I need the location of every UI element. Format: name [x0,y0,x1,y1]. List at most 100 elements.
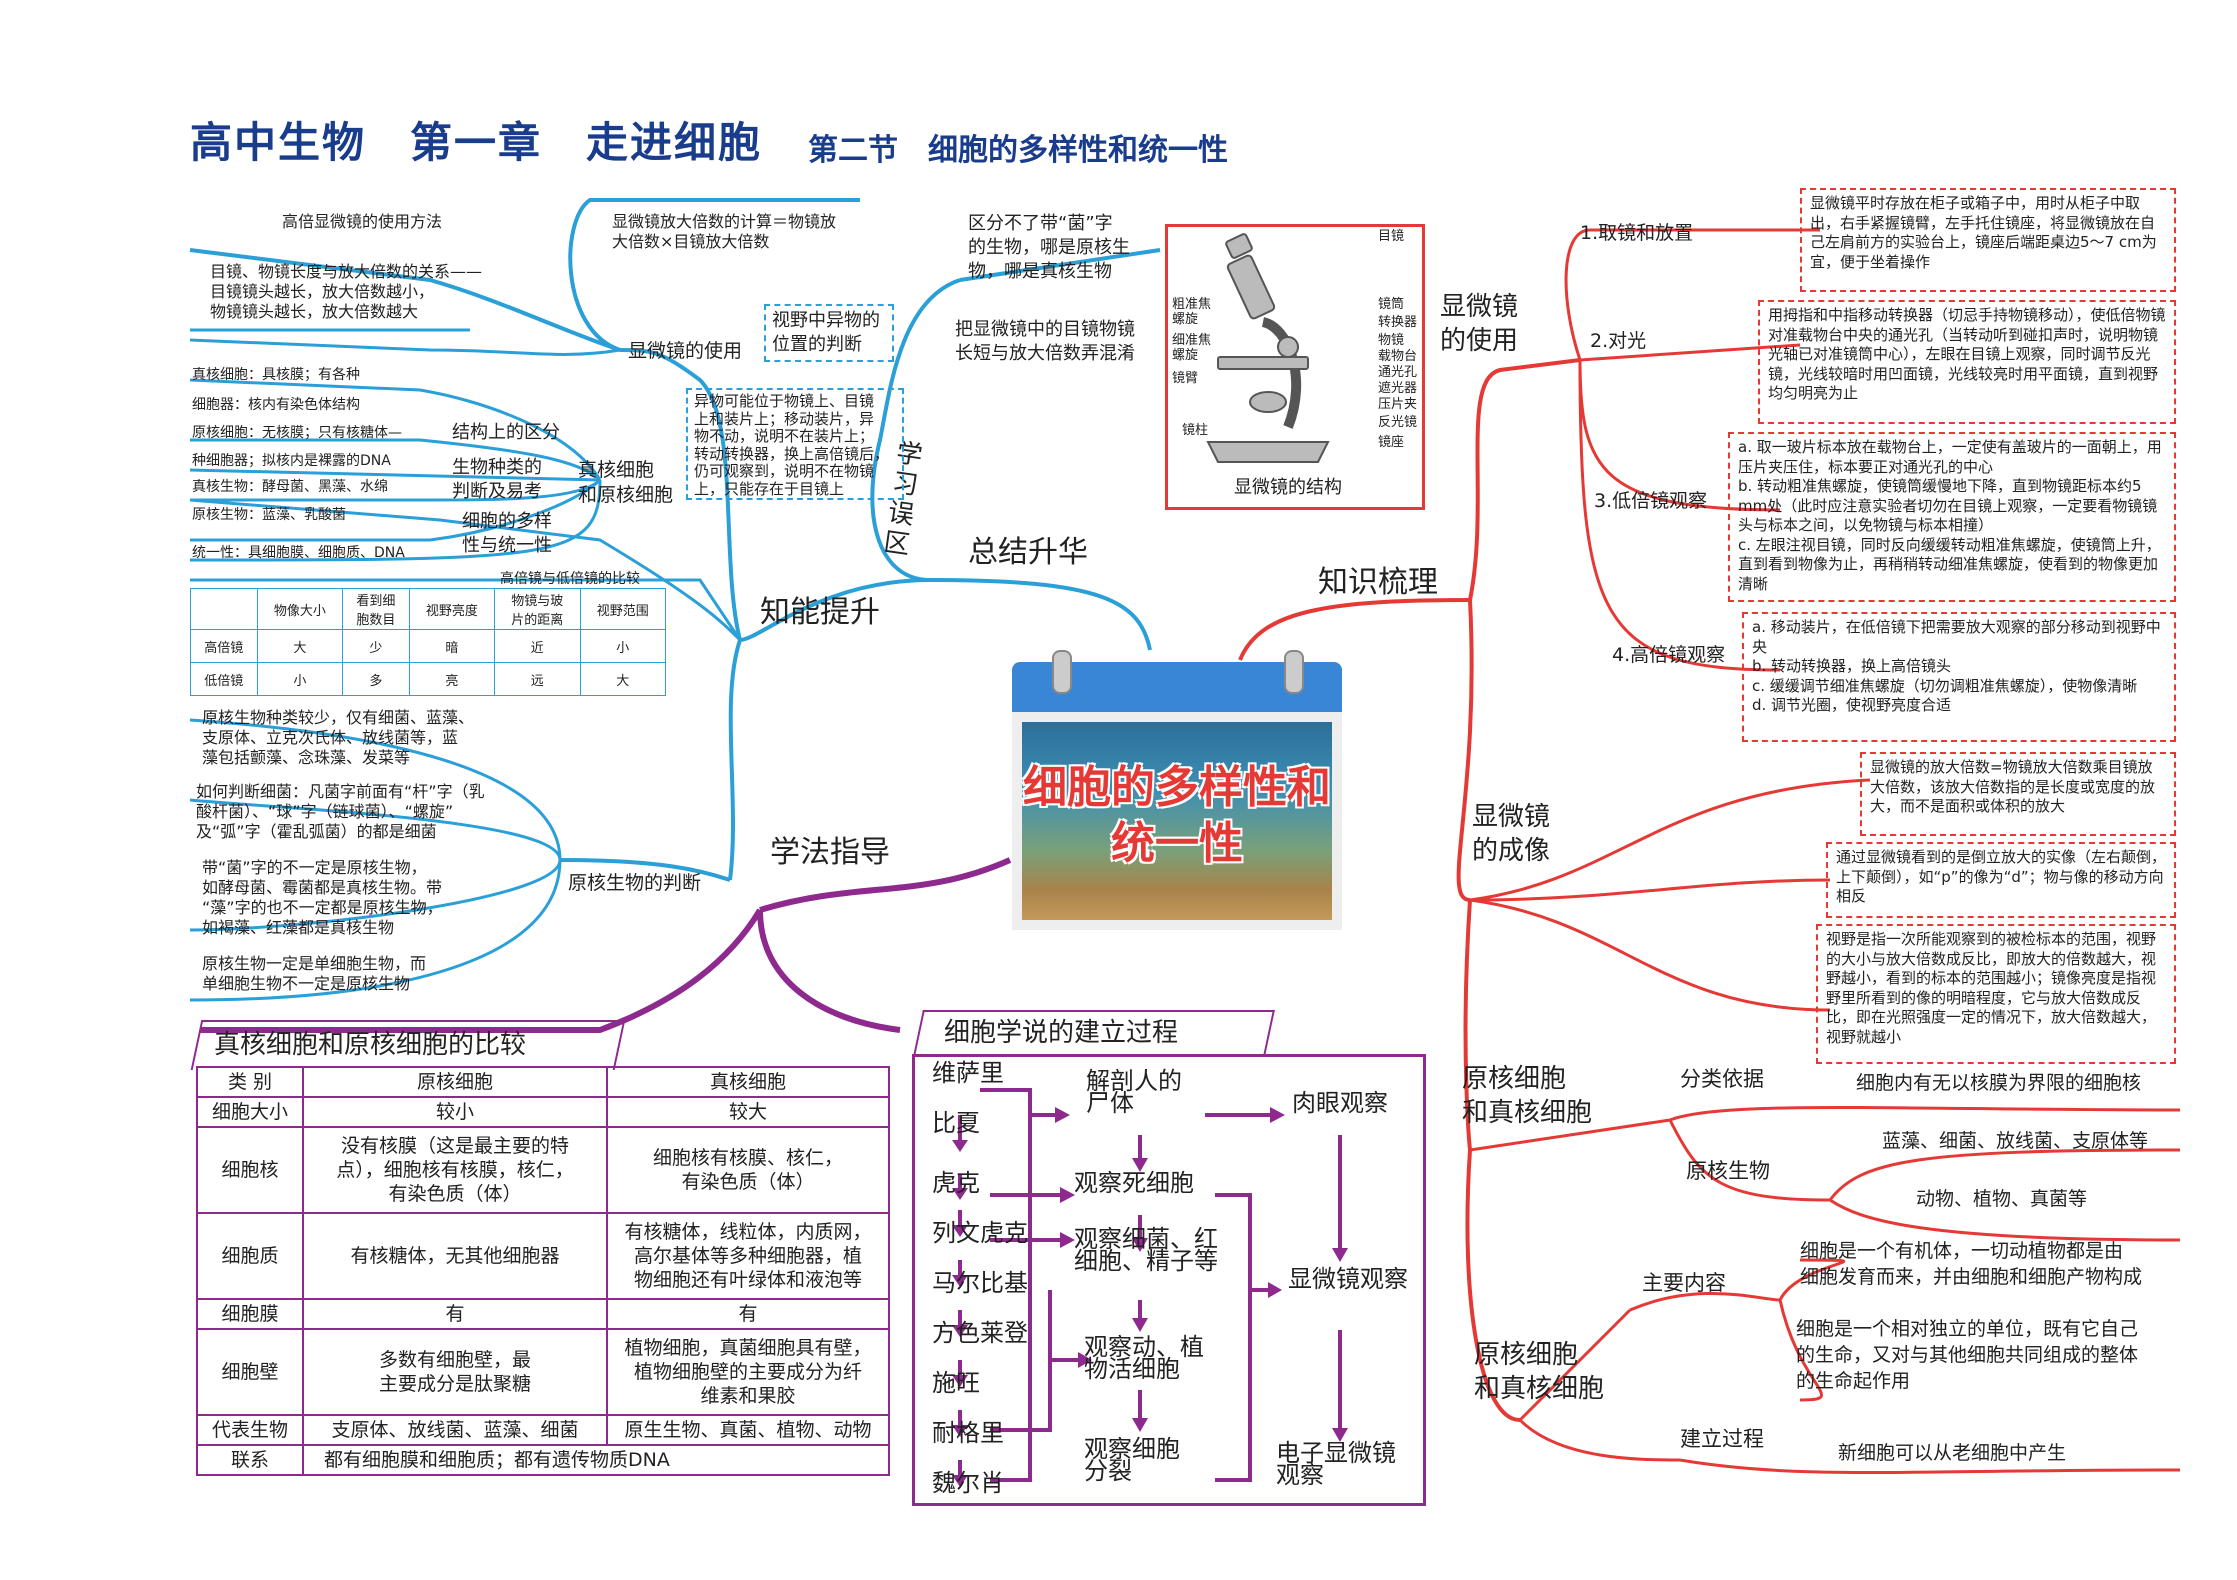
prokaryote-p1: 原核生物种类较少，仅有细菌、蓝藻、 支原体、立克次氏体、放线菌等，蓝 藻包括颤藻… [202,708,475,767]
table-cell: 都有细胞膜和细胞质；都有遗传物质DNA [302,1444,890,1476]
table-row: 细胞壁 多数有细胞壁，最 主要成分是肽聚糖 植物细胞，真菌细胞具有壁， 植物细胞… [196,1328,890,1416]
table-header: 物镜与玻 片的距离 [494,588,581,630]
step-dead-cells: 观察死细胞 [1074,1169,1194,1197]
table-row: 联系 都有细胞膜和细胞质；都有遗传物质DNA [196,1444,890,1476]
person-schleiden: 方色莱登 [932,1319,1028,1347]
page-subtitle: 第二节 细胞的多样性和统一性 [808,133,1228,168]
table-header: 物像大小 [256,588,344,630]
main-content: 主要内容 [1642,1271,1726,1295]
mistake-jun: 区分不了带“菌”字 的生物，哪是原核生 物，哪是真核生物 [968,213,1130,282]
table-cell: 细胞壁 [196,1328,304,1416]
table-cell: 原生生物、真菌、植物、动物 [606,1414,890,1446]
step-light: 2.对光 [1590,330,1647,352]
table-row: 低倍镜 小 多 亮 远 大 [190,662,667,696]
compare-table-title: 真核细胞和原核细胞的比较 [214,1030,527,1060]
label-tube: 镜筒 [1378,297,1405,312]
table-cell: 联系 [196,1444,304,1476]
eukaryote-examples: 真核生物：酵母菌、黑藻、水绵 [192,479,388,495]
microscope-figure: 显微镜的结构 目镜 镜筒 转换器 物镜 载物台 通光孔 遮光器 压片夹 反光镜 … [1165,224,1425,510]
table-cell: 支原体、放线菌、蓝藻、细菌 [302,1414,608,1446]
cell-theory-box [912,1054,1426,1506]
table-row: 细胞膜 有 有 [196,1298,890,1330]
microscope-compare-table: 物像大小 看到细 胞数目 视野亮度 物镜与玻 片的距离 视野范围 高倍镜 大 少… [190,588,667,696]
table-header: 视野亮度 [408,588,496,630]
euk-pro-title: 原核细胞 和真核细胞 [1462,1064,1593,1128]
table-cell: 亮 [408,662,496,696]
box-light: 用拇指和中指移动转换器（切忌手持物镜移动），使低倍物镜对准载物台中央的通光孔（当… [1758,300,2176,424]
branch-knowledge: 知识梳理 [1318,565,1438,600]
foreign-object-detail: 异物可能位于物镜上、目镜 上和装片上；移动装片，异 物不动，说明不在装片上； 转… [686,388,904,500]
calendar-ring-left [1052,650,1072,694]
prokaryote-p2: 如何判断细菌：凡菌字前面有“杆”字（乳 酸杆菌）、“球”字（链球菌）、“螺旋” … [196,782,485,841]
magnification-calc: 显微镜放大倍数的计算＝物镜放 大倍数×目镜放大倍数 [612,212,837,251]
table-header: 看到细 胞数目 [342,588,410,630]
table-cell: 多数有细胞壁，最 主要成分是肽聚糖 [302,1328,608,1416]
imaging-title: 显微镜 的成像 [1472,802,1551,866]
eukaryote-list: 动物、植物、真菌等 [1916,1188,2088,1210]
table-row: 代表生物 支原体、放线菌、蓝藻、细菌 原生生物、真菌、植物、动物 [196,1414,890,1446]
prokaryote-judge-title: 原核生物的判断 [568,872,702,894]
step-living-cells: 观察动、植 物活细胞 [1084,1333,1204,1383]
microscope-icon [1206,233,1330,463]
table-row: 细胞核 没有核膜（这是最主要的特 点），细胞核有核膜，核仁， 有染色质（体） 细… [196,1126,890,1214]
table-row: 细胞大小 较小 较大 [196,1096,890,1128]
obs-naked-eye: 肉眼观察 [1292,1089,1388,1117]
eukaryote-line1: 真核细胞：具核膜；有各种 [192,367,360,383]
person-hooke: 虎克 [932,1169,980,1197]
table-header: 真核细胞 [606,1066,890,1098]
prokaryote-p3: 带“菌”字的不一定是原核生物， 如酵母菌、霉菌都是真核生物。带 “藻”字的也不一… [202,858,443,937]
box-low-power: a. 取一玻片标本放在载物台上，一定使有盖玻片的一面朝上，用压片夹压住，标本要正… [1728,432,2176,602]
obs-electron: 电子显微镜 观察 [1276,1439,1396,1489]
mistake-lens: 把显微镜中的目镜物镜 长短与放大倍数弄混淆 [955,319,1135,364]
table-row: 高倍镜 大 少 暗 近 小 [190,629,667,663]
table-header: 视野范围 [579,588,667,630]
microscope-use-title: 显微镜 的使用 [1440,292,1519,356]
label-eyepiece: 目镜 [1378,229,1405,244]
table-row: 物像大小 看到细 胞数目 视野亮度 物镜与玻 片的距离 视野范围 [190,588,667,630]
eukaryote-line2: 细胞器：核内有染色体结构 [192,397,360,413]
diversity-unity: 细胞的多样 性与统一性 [462,511,552,556]
table-cell: 细胞质 [196,1212,304,1300]
table-cell: 大 [579,662,667,696]
box-image: 通过显微镜看到的是倒立放大的实像（左右颠倒，上下颠倒），如“p”的像为“d”；物… [1826,842,2176,918]
branch-summary: 总结升华 [968,535,1088,570]
table-cell [190,588,258,630]
prokaryote-p4: 原核生物一定是单细胞生物，而 单细胞生物不一定是原核生物 [202,954,427,993]
table-cell: 多 [342,662,410,696]
table-header: 类 别 [196,1066,304,1098]
table-cell: 较小 [302,1096,608,1128]
box-high-power: a. 移动装片，在低倍镜下把需要放大观察的部分移动到视野中央 b. 转动转换器，… [1742,612,2176,742]
step-low-power: 3.低倍镜观察 [1594,490,1708,512]
step-division: 观察细胞 分裂 [1084,1435,1180,1485]
label-aperture: 通光孔 [1378,365,1418,380]
step-take-place: 1.取镜和放置 [1580,222,1694,244]
table-cell: 细胞核 [196,1126,304,1214]
euk-pro-title-2: 原核细胞 和真核细胞 [1474,1340,1605,1404]
table-cell: 有 [302,1298,608,1330]
label-pillar: 镜柱 [1182,423,1209,438]
table-cell: 暗 [408,629,496,663]
species-judgement: 生物种类的 判断及易考 [452,457,542,502]
table-cell: 没有核膜（这是最主要的特 点），细胞核有核膜，核仁， 有染色质（体） [302,1126,608,1214]
person-malpighi: 马尔比基 [932,1269,1028,1297]
establish-process: 建立过程 [1680,1427,1764,1451]
table-cell: 细胞膜 [196,1298,304,1330]
table-cell: 有核糖体，无其他细胞器 [302,1212,608,1300]
label-objective: 物镜 [1378,333,1405,348]
euk-pro-compare-table: 类 别 原核细胞 真核细胞 细胞大小 较小 较大 细胞核 没有核膜（这是最主要的… [196,1066,890,1476]
step-bacteria: 观察细菌、红 细胞、精子等 [1074,1225,1218,1275]
table-row: 细胞质 有核糖体，无其他细胞器 有核糖体，线粒体，内质网， 高尔基体等多种细胞器… [196,1212,890,1300]
table-cell: 远 [494,662,581,696]
objective-relation: 目镜、物镜长度与放大倍数的关系—— 目镜镜头越长，放大倍数越小， 物镜镜头越长，… [210,262,483,321]
label-arm: 镜臂 [1172,371,1199,386]
microscope-use-label: 显微镜的使用 [628,340,743,362]
table-cell: 细胞大小 [196,1096,304,1128]
main-content-1: 细胞是一个有机体，一切动植物都是由 细胞发育而来，并由细胞和细胞产物构成 [1800,1240,2143,1288]
box-take-place: 显微镜平时存放在柜子或箱子中，用时从柜子中取出，右手紧握镜臂，左手托住镜座，将显… [1800,188,2176,292]
table-cell: 近 [494,629,581,663]
table-cell: 小 [256,662,344,696]
box-magnification: 显微镜的放大倍数=物镜放大倍数乘目镜放大倍数，该放大倍数指的是长度或宽度的放大，… [1860,752,2176,836]
table-cell: 植物细胞，真菌细胞具有壁， 植物细胞壁的主要成分为纤 维素和果胶 [606,1328,890,1416]
step-high-power: 4.高倍镜观察 [1612,644,1726,666]
